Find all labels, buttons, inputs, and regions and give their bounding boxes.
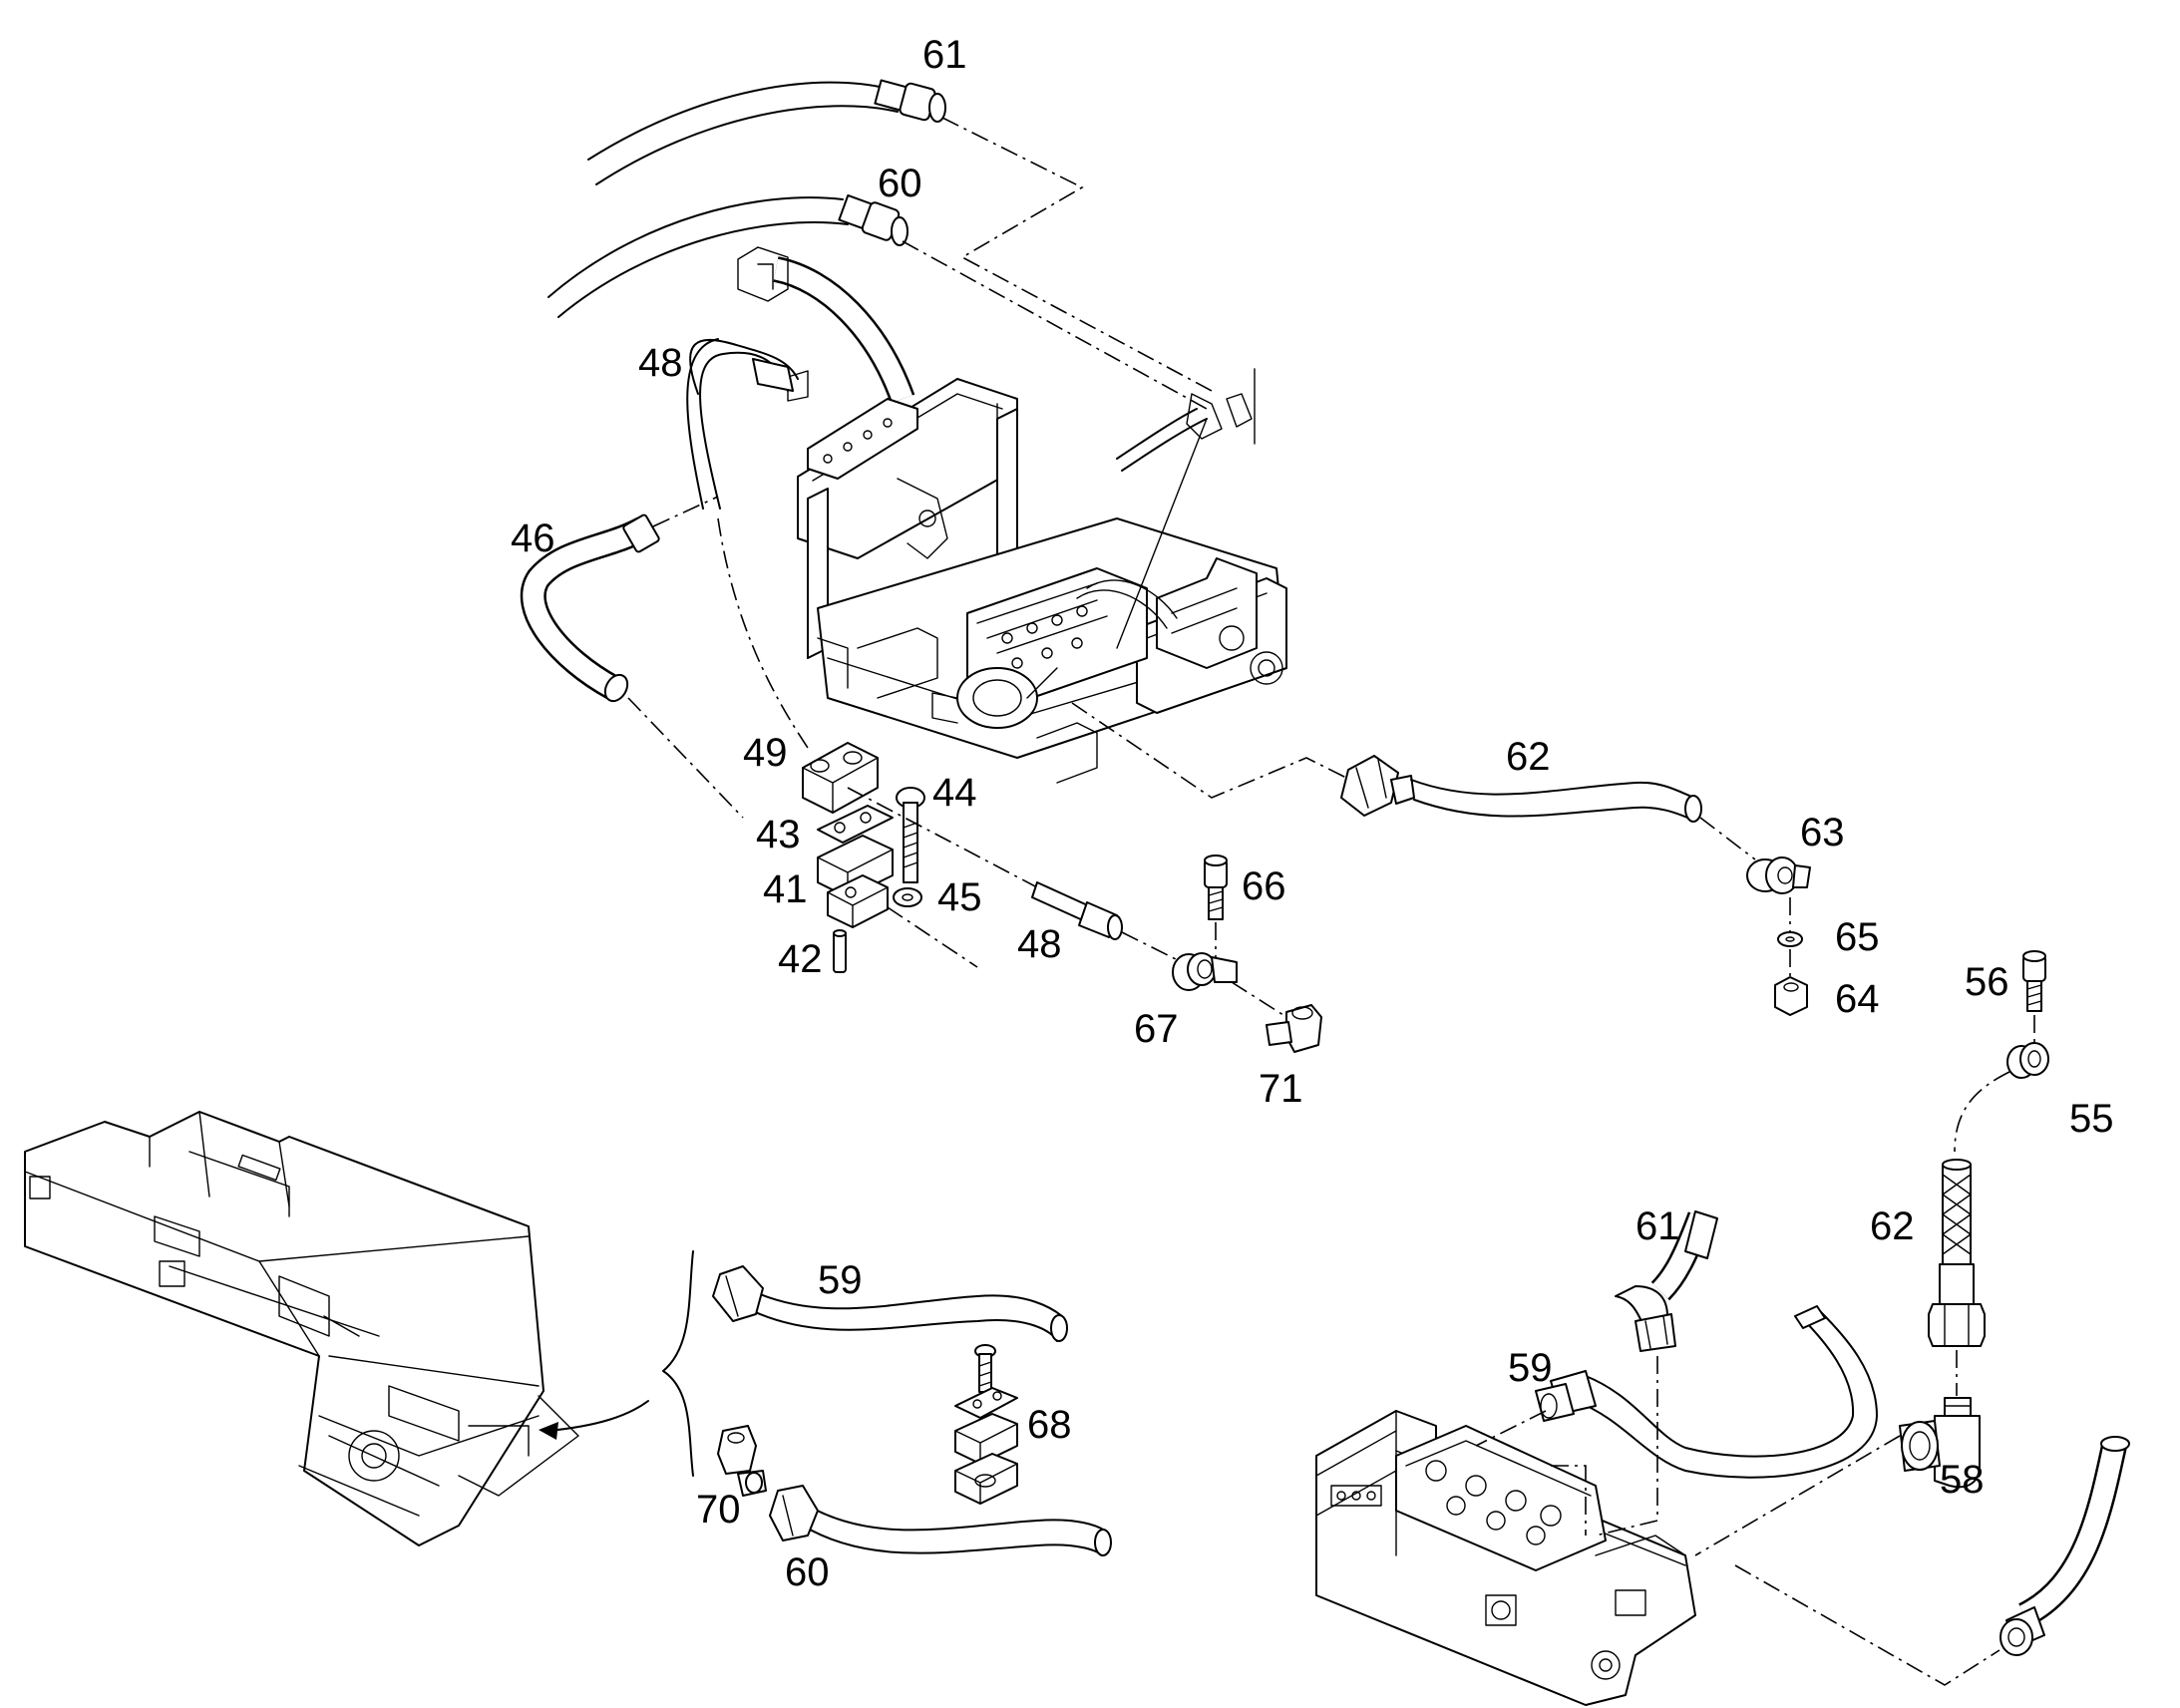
hose-60-top [547,193,908,318]
label-63: 63 [1800,811,1845,854]
label-66: 66 [1242,864,1286,908]
label-70: 70 [696,1488,741,1532]
nut-64 [1774,976,1808,1016]
washer-65 [1777,931,1803,947]
label-60-top: 60 [878,162,922,205]
hose-lower-right [1999,1436,2130,1656]
hose-fitting-61-top [874,79,946,123]
label-71: 71 [1259,1067,1303,1111]
label-60-bottom: 60 [785,1550,830,1594]
label-68: 68 [1027,1403,1072,1447]
label-49: 49 [743,731,788,775]
clamp-lower-41 [827,874,889,928]
label-44: 44 [932,771,977,815]
label-41: 41 [763,867,808,911]
label-55: 55 [2069,1097,2114,1141]
label-48-mid: 48 [1017,922,1062,966]
manifold-block [1315,1410,1696,1706]
hose-59-bottom [1535,1305,1878,1479]
label-62-right: 62 [1870,1204,1915,1248]
label-61-bottom: 61 [1635,1204,1680,1248]
label-61-top: 61 [922,33,967,77]
clamp-block-49 [802,742,879,814]
hose-62-mid [1340,755,1702,823]
washer-45 [893,887,922,907]
label-59-left: 59 [818,1258,863,1302]
label-59-bottom: 59 [1508,1346,1553,1390]
label-46: 46 [511,516,555,560]
clamp-68 [954,1344,1018,1505]
bolt-66 [1204,854,1228,920]
label-58: 58 [1940,1458,1985,1502]
label-56: 56 [1965,960,2009,1004]
clamp-55 [2006,1042,2049,1079]
fitting-48 [1031,881,1123,940]
main-frame-assembly [737,246,1287,784]
hose-48-top [686,338,809,510]
hose-61-bottom [1615,1210,1718,1352]
bolt-44 [896,787,925,883]
elbow-58 [1899,1397,1981,1489]
label-45: 45 [937,875,982,919]
label-67: 67 [1134,1007,1179,1051]
label-65: 65 [1835,915,1880,959]
hose-59-left [712,1265,1068,1342]
label-48-top: 48 [638,341,683,385]
elbow-fitting-71 [1266,1004,1322,1053]
machine-chassis [24,1111,579,1546]
label-62-mid: 62 [1506,735,1551,779]
clamp-67 [1172,952,1238,991]
label-64: 64 [1835,977,1880,1021]
hose-60-left [769,1485,1112,1556]
bolt-56 [2022,950,2046,1012]
hose-46 [520,513,660,703]
label-42: 42 [778,937,823,981]
hose-fitting-60-top [838,193,908,246]
hose-62-right [1928,1159,1986,1347]
pin-42 [833,929,847,973]
fitting-70 [717,1425,767,1497]
label-43: 43 [756,813,801,856]
hose-61-top [587,79,946,185]
clamp-63 [1746,856,1811,894]
